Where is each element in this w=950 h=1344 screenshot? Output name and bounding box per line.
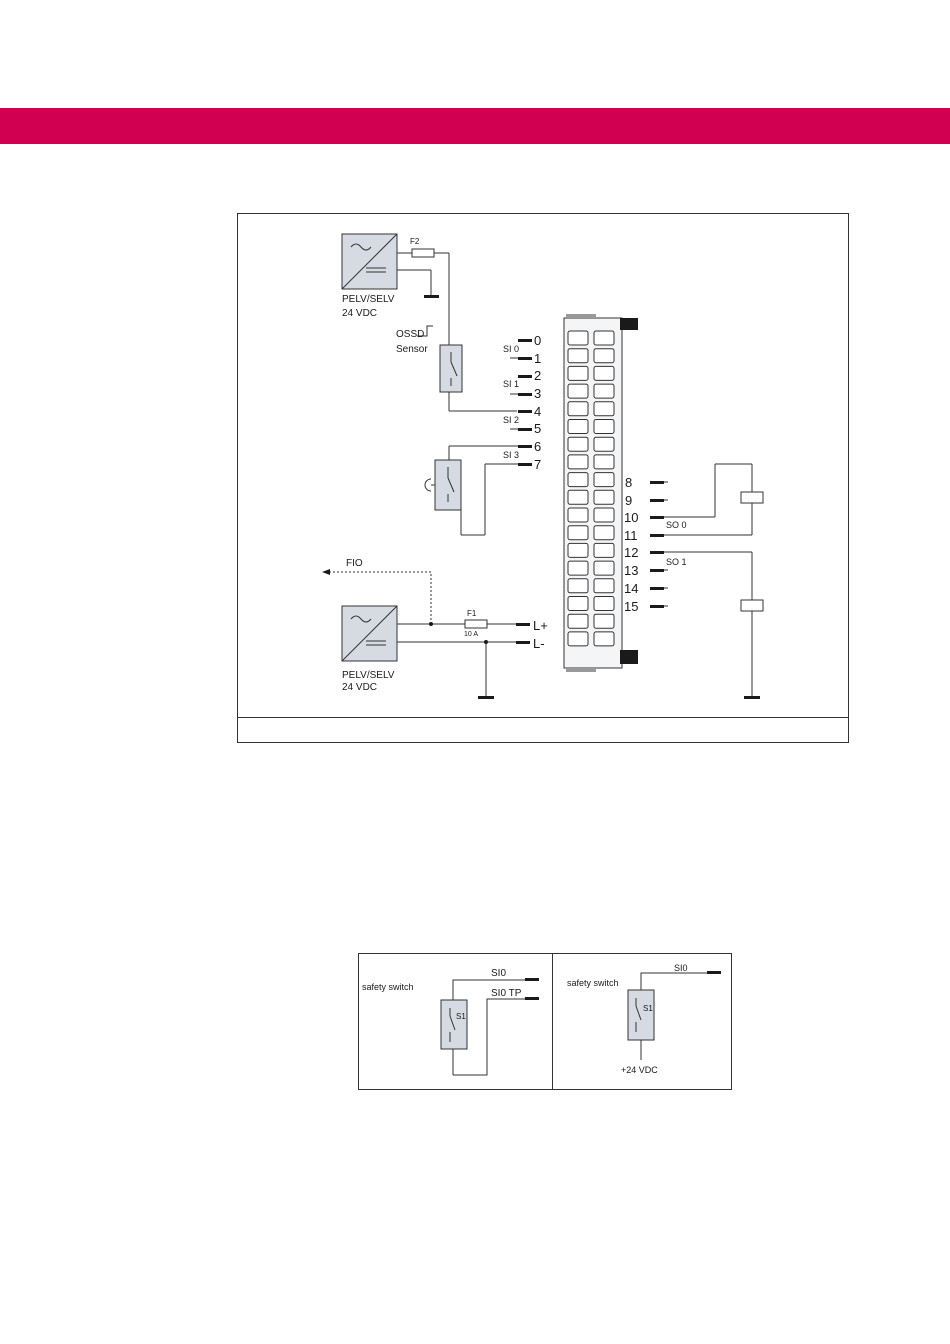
left-si0-label: SI0	[491, 968, 506, 979]
switch-s1-left	[441, 1000, 467, 1049]
left-si0tp-label: SI0 TP	[491, 988, 522, 999]
left-switch-label: safety switch	[362, 982, 414, 992]
right-s1-label: S1	[643, 1004, 653, 1013]
right-switch-label: safety switch	[567, 978, 619, 988]
right-si0-label: SI0	[674, 963, 688, 973]
supply-label: +24 VDC	[621, 1065, 658, 1075]
switch-s1-right	[628, 990, 654, 1040]
left-s1-label: S1	[456, 1012, 466, 1021]
